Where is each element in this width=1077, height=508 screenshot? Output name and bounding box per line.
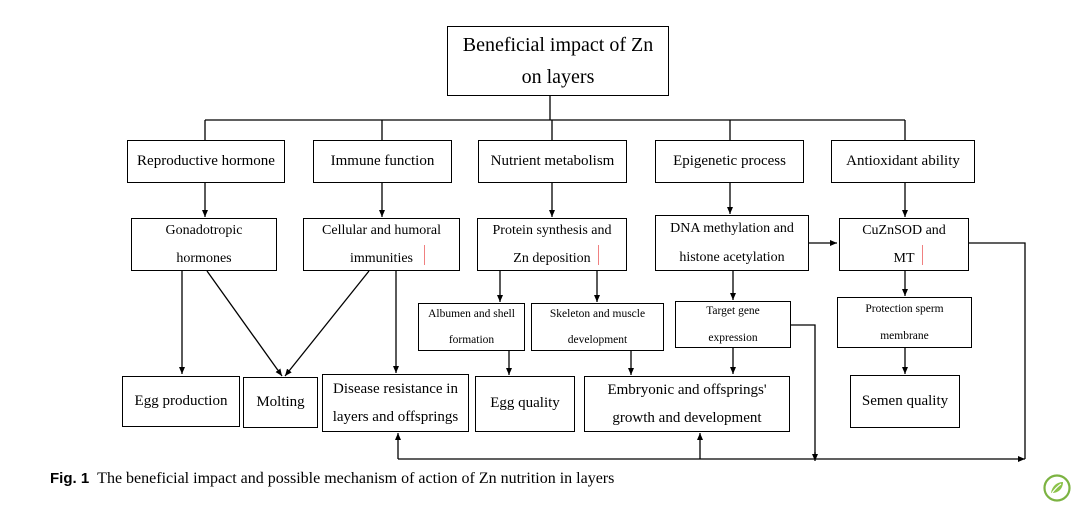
mechanism-cuznsod-line1: CuZnSOD and [862,222,946,238]
outcome-egg-quality-label: Egg quality [490,395,560,412]
sub-target-line1: Target gene [706,305,760,318]
text-cursor-mark [598,245,599,265]
outcome-embryonic-line2: growth and development [612,410,762,426]
text-cursor-mark [424,245,425,265]
sub-sperm-line1: Protection sperm [865,303,944,316]
mechanism-protein-line2: Zn deposition [513,250,591,266]
sub-albumen-line2: formation [448,334,495,346]
category-antioxidant: Antioxidant ability [831,140,975,183]
sub-albumen-line1: Albumen and shell [428,307,515,320]
outcome-semen-label: Semen quality [861,392,949,409]
outcome-semen: Semen quality [850,375,960,428]
mechanism-dna-line2: histone acetylation [679,250,785,265]
mechanism-dna-line1: DNA methylation and [670,220,794,236]
category-immune: Immune function [313,140,452,183]
mechanism-gonadotropic-line1: Gonadotropic [165,222,243,238]
figure-label: Fig. 1 [50,470,90,487]
mechanism-gonadotropic-line2: hormones [176,250,232,266]
root-line1: Beneficial impact of Zn [462,34,654,56]
mechanism-cellular-line1: Cellular and humoral [322,222,441,238]
category-nutrient: Nutrient metabolism [478,140,627,183]
mechanism-gonadotropic: Gonadotropic hormones [131,218,277,271]
mechanism-cellular: Cellular and humoral immunities [303,218,460,271]
sub-albumen: Albumen and shell formation [418,303,525,351]
mechanism-dna: DNA methylation and histone acetylation [655,215,809,271]
outcome-egg-production-label: Egg production [134,392,228,409]
sub-sperm-line2: membrane [880,329,929,342]
root-box: Beneficial impact of Zn on layers [447,26,669,96]
category-reproductive: Reproductive hormone [127,140,285,183]
category-immune-label: Immune function [330,152,435,169]
sub-skeleton-line1: Skeleton and muscle [549,307,646,320]
outcome-disease: Disease resistance in layers and offspri… [322,374,469,432]
category-antioxidant-label: Antioxidant ability [846,152,960,169]
text-cursor-mark [922,245,923,265]
mechanism-cellular-line2: immunities [350,250,413,266]
mechanism-protein: Protein synthesis and Zn deposition [477,218,627,271]
sub-target: Target gene expression [675,301,791,348]
category-reproductive-label: Reproductive hormone [137,152,275,169]
figure-caption: Fig. 1 The beneficial impact and possible… [50,470,614,488]
category-epigenetic-label: Epigenetic process [673,152,786,169]
outcome-embryonic-line1: Embryonic and offsprings' [607,381,767,398]
outcome-egg-quality: Egg quality [475,376,575,432]
outcome-molting: Molting [243,377,318,428]
mechanism-cuznsod-line2: MT [893,250,915,266]
sub-skeleton-line2: development [567,334,628,346]
category-nutrient-label: Nutrient metabolism [490,152,615,169]
outcome-molting-label: Molting [256,393,305,410]
root-line2: on layers [521,66,595,88]
figure-caption-text: The beneficial impact and possible mecha… [97,470,615,487]
sub-skeleton: Skeleton and muscle development [531,303,664,351]
sub-sperm: Protection sperm membrane [837,297,972,348]
sub-target-line2: expression [708,331,758,344]
outcome-disease-line1: Disease resistance in [333,380,458,397]
outcome-egg-production: Egg production [122,376,240,427]
category-epigenetic: Epigenetic process [655,140,804,183]
springer-leaf-logo-icon [1043,474,1071,502]
mechanism-cuznsod: CuZnSOD and MT [839,218,969,271]
mechanism-protein-line1: Protein synthesis and [492,222,612,238]
outcome-disease-line2: layers and offsprings [332,409,459,425]
outcome-embryonic: Embryonic and offsprings' growth and dev… [584,376,790,432]
